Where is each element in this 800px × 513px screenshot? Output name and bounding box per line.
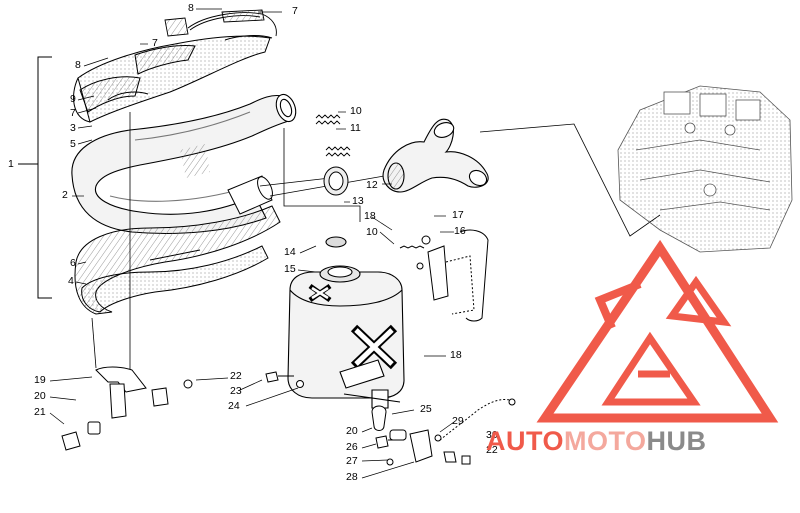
gasket-13 — [323, 166, 349, 196]
hardware-22-24 — [265, 371, 304, 388]
lower-heat-shield — [74, 205, 281, 315]
leader-lines — [91, 112, 661, 372]
expansion-chamber — [71, 93, 297, 235]
callout-23: 23 — [230, 385, 242, 397]
callout-16: 16 — [454, 225, 466, 237]
callout-19: 19 — [34, 374, 46, 386]
callout-22-right: 22 — [486, 444, 498, 456]
callout-17: 17 — [452, 209, 464, 221]
callout-29: 29 — [452, 415, 464, 427]
callout-27: 27 — [346, 455, 358, 467]
callout-30: 30 — [486, 429, 498, 441]
callout-6: 6 — [70, 257, 76, 269]
callout-7-mid: 7 — [152, 37, 158, 49]
callout-10-top: 10 — [350, 105, 362, 117]
callout-22-left: 22 — [230, 370, 242, 382]
callout-20-left: 20 — [34, 390, 46, 402]
callout-26: 26 — [346, 441, 358, 453]
callout-15: 15 — [284, 263, 296, 275]
callout-8-top: 8 — [188, 2, 194, 14]
callout-12: 12 — [366, 179, 378, 191]
engine-block — [617, 85, 793, 253]
callout-21: 21 — [34, 406, 46, 418]
callout-14: 14 — [284, 246, 296, 258]
callout-2: 2 — [62, 189, 68, 201]
manifold-12 — [382, 118, 489, 193]
assembly-bracket — [18, 56, 52, 299]
callout-13: 13 — [352, 195, 364, 207]
callout-7-left: 7 — [70, 107, 76, 119]
callout-11: 11 — [350, 122, 361, 134]
muffler — [287, 236, 405, 409]
callout-1: 1 — [8, 158, 14, 170]
callout-24: 24 — [228, 400, 240, 412]
hardware-25-28 — [371, 398, 516, 466]
callout-18-top: 18 — [364, 210, 376, 222]
watermark-logo — [536, 239, 779, 423]
callout-20-right: 20 — [346, 425, 358, 437]
callout-4: 4 — [68, 275, 74, 287]
upper-heat-shield — [73, 35, 273, 123]
callout-25: 25 — [420, 403, 432, 415]
rear-bracket — [61, 366, 193, 451]
muffler-mount — [399, 229, 489, 322]
spring-chain-top — [164, 9, 277, 37]
watermark-auto: AUTO — [486, 426, 565, 456]
watermark-text: AUTOMOTOHUB — [486, 428, 707, 455]
callout-28: 28 — [346, 471, 358, 483]
callout-8-left: 8 — [75, 59, 81, 71]
callout-3: 3 — [70, 122, 76, 134]
callout-7-top: 7 — [292, 5, 298, 17]
callout-9: 9 — [70, 93, 76, 105]
callout-10-mid: 10 — [366, 226, 378, 238]
springs-10-11 — [315, 114, 351, 157]
watermark-hub: HUB — [646, 426, 707, 456]
callout-leaders — [49, 8, 455, 479]
callout-18-right: 18 — [450, 349, 462, 361]
callout-5: 5 — [70, 138, 76, 150]
watermark-moto: MOTO — [564, 426, 647, 456]
